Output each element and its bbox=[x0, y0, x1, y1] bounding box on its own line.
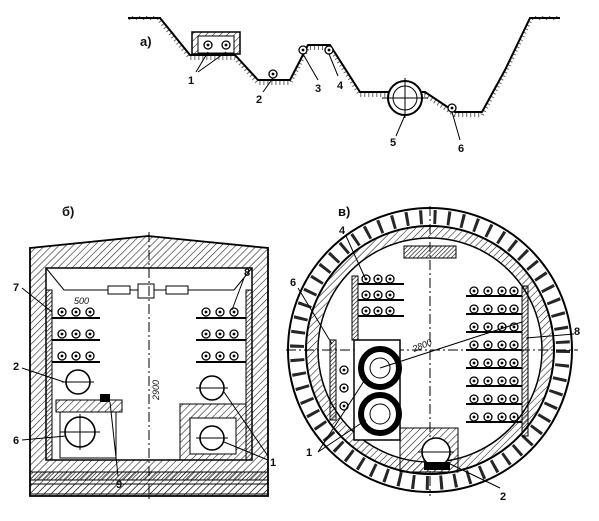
trench-cable-6 bbox=[447, 103, 457, 113]
panel-a-label-1: 1 bbox=[188, 75, 194, 87]
trench-cable-2 bbox=[268, 69, 278, 79]
panel-v-label-4: 4 bbox=[339, 225, 346, 237]
panel-b-label-6: 6 bbox=[13, 435, 19, 447]
panel-a-label-6: 6 bbox=[458, 143, 464, 155]
panel-a-label-5: 5 bbox=[390, 137, 396, 149]
panel-v-caption: в) bbox=[338, 204, 350, 219]
panel-b-dimension-width: 500 bbox=[74, 296, 89, 306]
right-cable-racks bbox=[196, 307, 246, 363]
panel-v-label-8: 8 bbox=[574, 326, 580, 338]
panel-b-label-1: 1 bbox=[270, 457, 276, 469]
trench-cable-4 bbox=[324, 45, 334, 55]
panel-a-label-3: 3 bbox=[315, 83, 321, 95]
panel-v-label-1: 1 bbox=[306, 447, 312, 459]
panel-a-label-2: 2 bbox=[256, 94, 262, 106]
circular-right-racks bbox=[466, 285, 529, 437]
panel-b-label-9: 9 bbox=[116, 479, 122, 491]
panel-b-caption: б) bbox=[62, 204, 74, 219]
panel-v-label-2: 2 bbox=[500, 491, 506, 503]
left-cable-racks bbox=[52, 307, 100, 363]
trench-cable-3 bbox=[298, 45, 308, 55]
panel-a-label-4: 4 bbox=[337, 80, 344, 92]
panel-a-trench-profile: а) 1 2 3 4 5 6 bbox=[128, 16, 560, 155]
panel-a-caption: а) bbox=[140, 34, 152, 49]
panel-b-label-2: 2 bbox=[13, 361, 19, 373]
ground-profile-line bbox=[128, 17, 560, 113]
panel-v-circular-tunnel: в) bbox=[286, 204, 580, 503]
panel-v-label-6: 6 bbox=[290, 277, 296, 289]
panel-b-rectangular-tunnel: б) bbox=[13, 204, 276, 500]
panel-b-label-7: 7 bbox=[13, 282, 19, 294]
panel-b-label-8: 8 bbox=[244, 267, 250, 279]
panel-b-dimension-height: 2900 bbox=[151, 380, 161, 401]
